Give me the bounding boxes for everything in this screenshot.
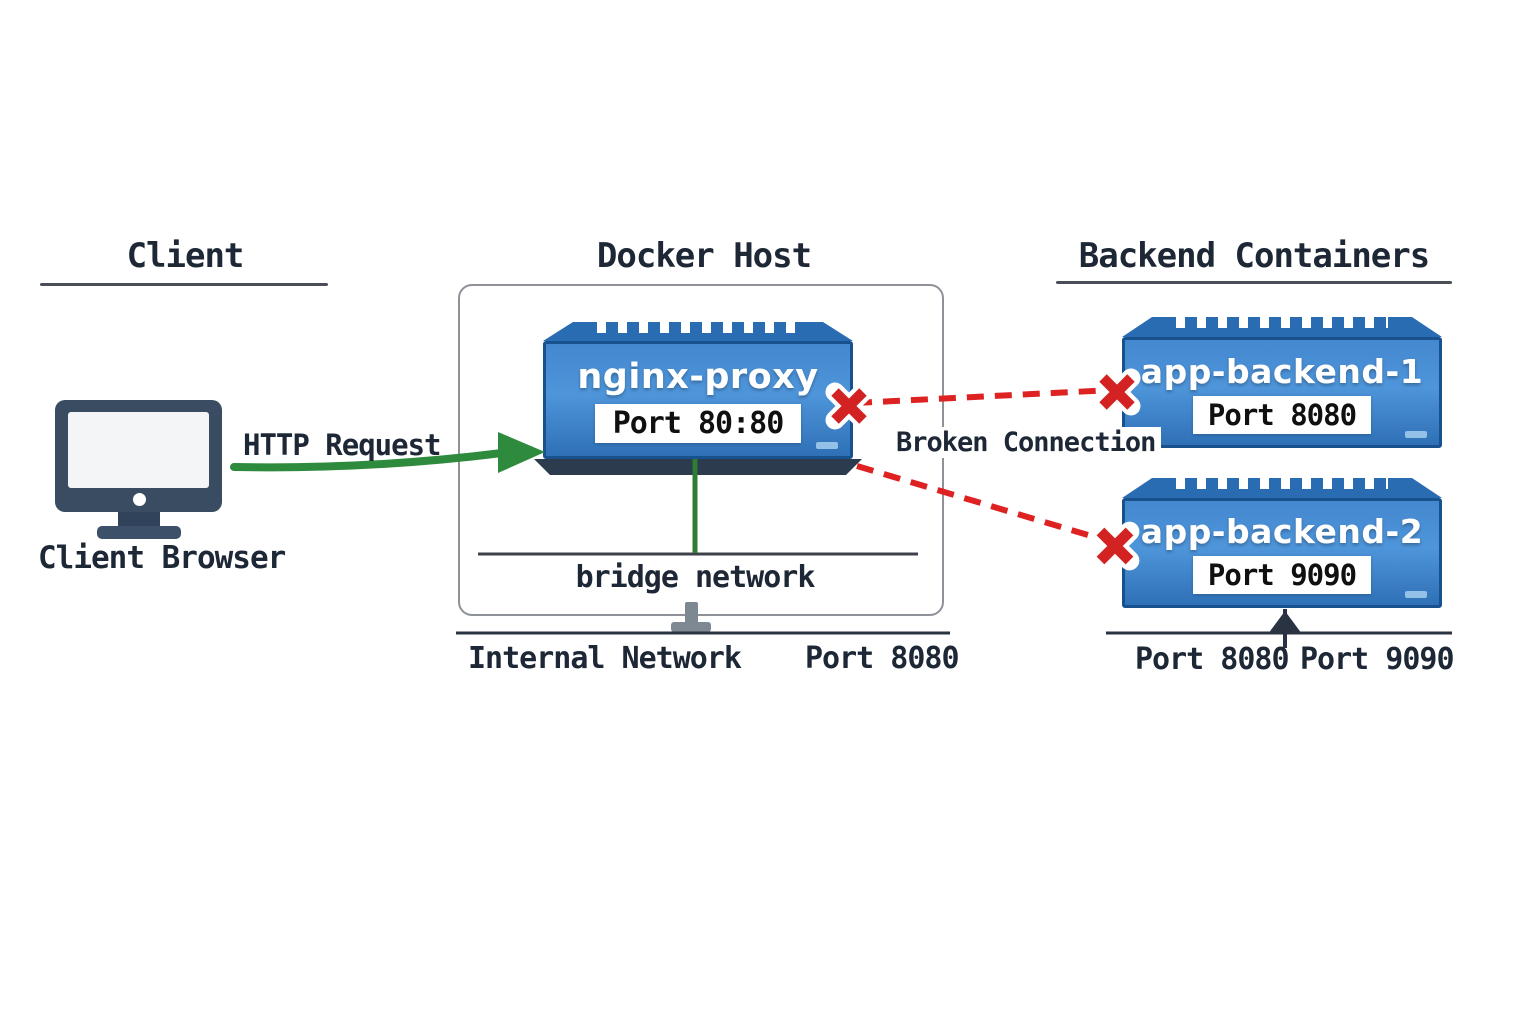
app-backend-2-container: app-backend-2 Port 9090: [1122, 478, 1442, 608]
red-x-icon: [1090, 521, 1140, 571]
container-roof-teeth: [1164, 478, 1388, 489]
monitor-screen: [68, 412, 209, 488]
red-x-icon: [825, 382, 873, 430]
app-backend-1-body: app-backend-1 Port 8080: [1122, 337, 1442, 448]
broken-connection-text: Broken Connection: [890, 427, 1162, 458]
port-mapping-label: Port 80:80: [594, 404, 802, 443]
monitor-power-dot: [132, 493, 146, 506]
nginx-proxy-body: nginx-proxy Port 80:80: [543, 341, 853, 459]
container-roof-teeth: [585, 322, 799, 333]
backend-port-right-label: Port 9090: [1300, 642, 1455, 677]
host-port-label: Port 8080: [805, 641, 960, 676]
client-section-title: Client: [126, 236, 245, 276]
monitor-stand-base: [97, 526, 181, 539]
host-network-connector-foot: [671, 622, 711, 632]
bridge-network-label: bridge network: [575, 560, 816, 595]
container-roof: [543, 322, 853, 341]
container-roof-teeth: [1164, 317, 1388, 328]
nginx-proxy-container: nginx-proxy Port 80:80: [543, 322, 853, 459]
container-led: [816, 442, 838, 449]
app-backend-2-body: app-backend-2 Port 9090: [1122, 498, 1442, 608]
container-led: [1405, 591, 1427, 598]
red-x-icon: [1093, 368, 1141, 416]
backend-section-underline: [1056, 281, 1452, 284]
container-name-label: app-backend-1: [1140, 351, 1424, 391]
docker-host-section-title: Docker Host: [596, 236, 812, 276]
internal-network-label: Internal Network: [468, 641, 742, 676]
backend-section-title: Backend Containers: [1078, 236, 1430, 276]
container-name-label: nginx-proxy: [577, 357, 819, 397]
container-name-label: app-backend-2: [1140, 512, 1424, 551]
http-request-label: HTTP Request: [243, 428, 442, 462]
broken-connection-label: Broken Connection: [890, 427, 1162, 458]
client-browser-label: Client Browser: [38, 540, 286, 576]
client-section-underline: [40, 283, 328, 286]
port-label: Port 8080: [1192, 395, 1372, 434]
app-backend-1-container: app-backend-1 Port 8080: [1122, 317, 1442, 448]
port-label: Port 9090: [1192, 556, 1372, 594]
container-roof: [1122, 478, 1442, 498]
backend-network-arrowhead: [1268, 611, 1302, 634]
monitor-icon: [55, 400, 222, 512]
backend-port-left-label: Port 8080: [1135, 642, 1290, 677]
monitor-stand-neck: [118, 512, 160, 528]
container-base-bar: [534, 459, 862, 475]
container-led: [1405, 431, 1427, 438]
container-roof: [1122, 317, 1442, 337]
